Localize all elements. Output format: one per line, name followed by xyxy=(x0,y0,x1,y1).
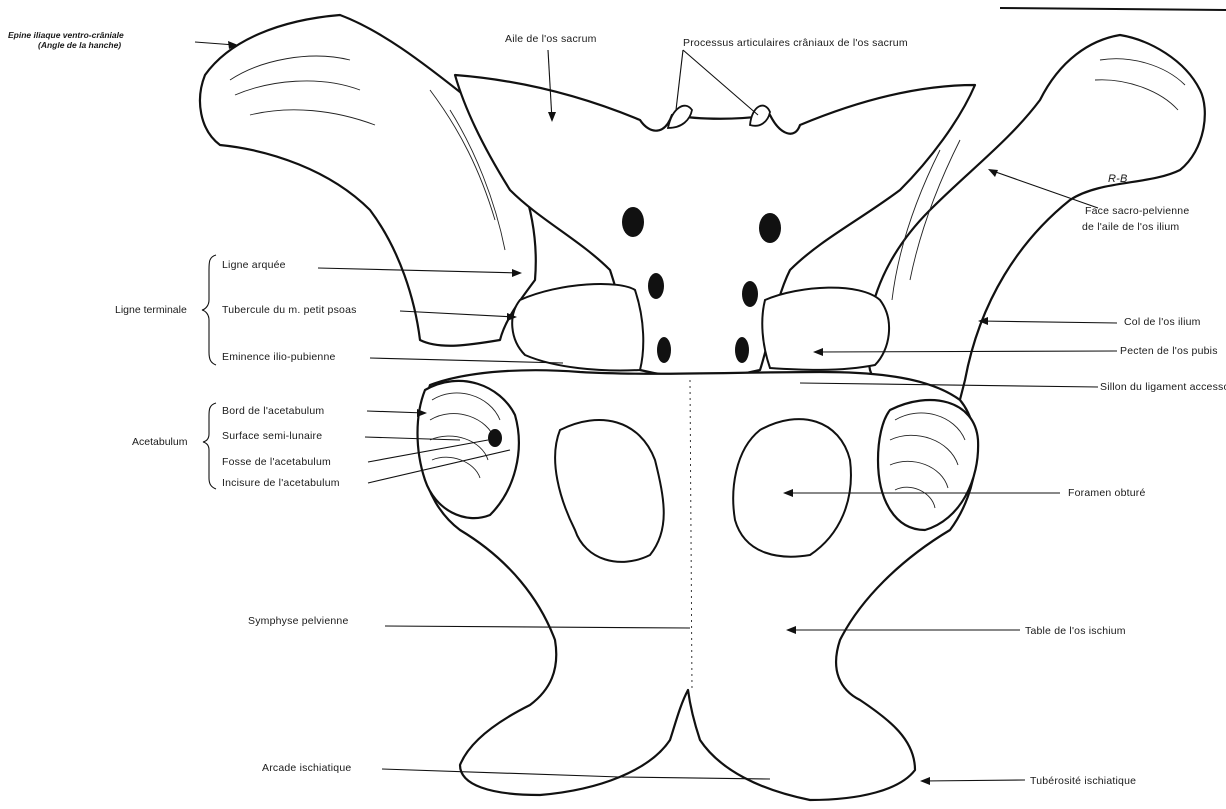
label-eminence: Eminence ilio-pubienne xyxy=(222,351,336,363)
label-ligne-arquee: Ligne arquée xyxy=(222,259,286,271)
top-border xyxy=(1000,8,1226,10)
label-face-sacro-line1: Face sacro-pelvienne xyxy=(1085,205,1189,217)
label-bord-acetabulum: Bord de l'acetabulum xyxy=(222,405,324,417)
label-incisure: Incisure de l'acetabulum xyxy=(222,477,340,489)
label-sillon: Sillon du ligament accessoire xyxy=(1100,381,1226,393)
label-tuberosite: Tubérosité ischiatique xyxy=(1030,775,1136,787)
acetabulum-bracket xyxy=(203,403,216,489)
label-face-sacro-line2: de l'aile de l'os ilium xyxy=(1082,221,1179,233)
ligne-terminale-bracket xyxy=(202,255,216,365)
label-tubercule: Tubercule du m. petit psoas xyxy=(222,304,357,316)
label-table-ischium: Table de l'os ischium xyxy=(1025,625,1126,637)
label-foramen: Foramen obturé xyxy=(1068,487,1146,499)
pelvis-drawing xyxy=(200,15,1205,800)
label-fosse: Fosse de l'acetabulum xyxy=(222,456,331,468)
label-epine-iliaque-line1: Epine iliaque ventro-crâniale xyxy=(8,30,124,40)
label-processus: Processus articulaires crâniaux de l'os … xyxy=(683,37,908,49)
label-arcade: Arcade ischiatique xyxy=(262,762,351,774)
label-acetabulum: Acetabulum xyxy=(132,436,188,448)
label-aile-sacrum: Aile de l'os sacrum xyxy=(505,33,597,45)
label-symphyse: Symphyse pelvienne xyxy=(248,615,349,627)
label-col-ilium: Col de l'os ilium xyxy=(1124,316,1201,328)
signature: R-B xyxy=(1108,173,1128,185)
label-pecten: Pecten de l'os pubis xyxy=(1120,345,1218,357)
label-epine-iliaque-line2: (Angle de la hanche) xyxy=(38,40,121,50)
label-ligne-terminale: Ligne terminale xyxy=(115,304,187,316)
label-surface-semi: Surface semi-lunaire xyxy=(222,430,322,442)
